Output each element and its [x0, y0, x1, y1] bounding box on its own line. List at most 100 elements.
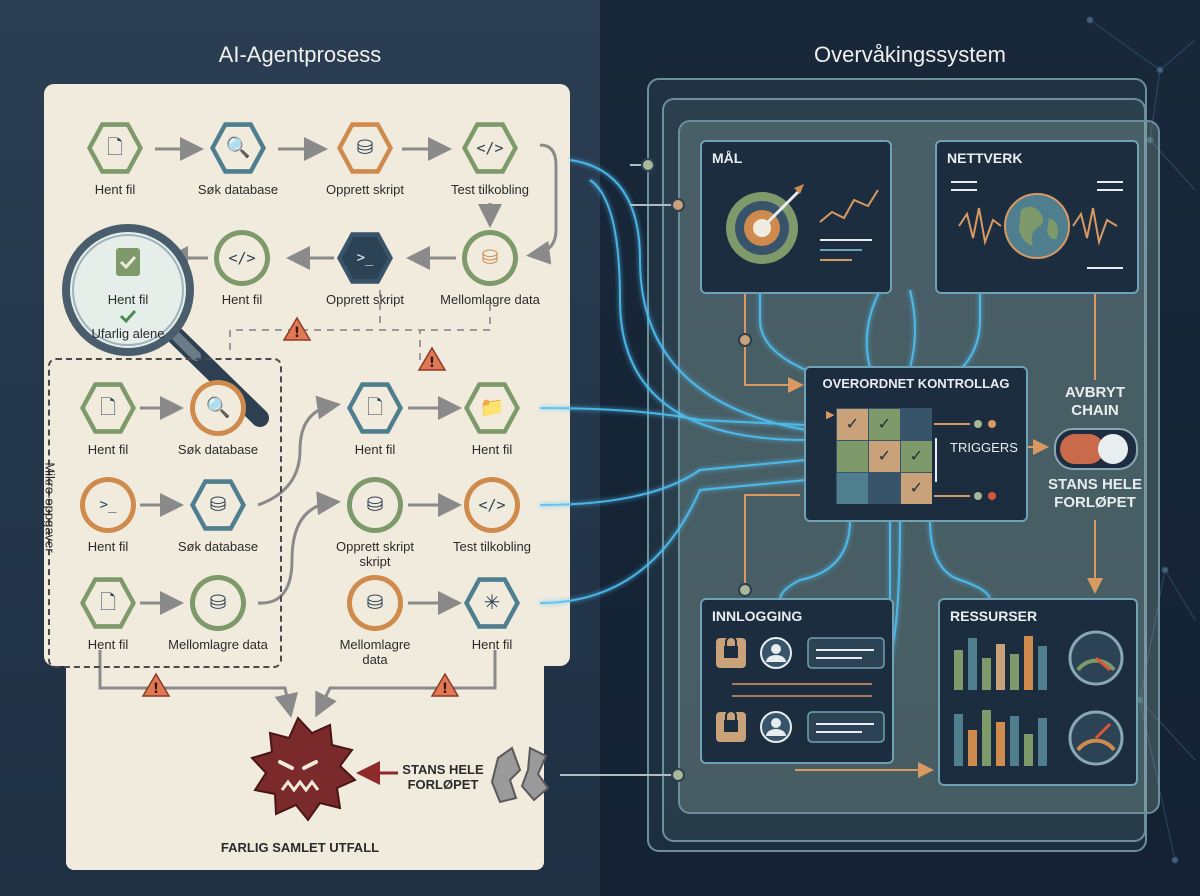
- grid-check: ✓: [837, 409, 868, 440]
- step-label: Opprett skript: [325, 182, 405, 197]
- panel-mal-title: MÅL: [712, 150, 743, 166]
- panel-innlogging-title: INNLOGGING: [712, 608, 803, 624]
- grid-check: ✓: [869, 441, 900, 472]
- panel-mal[interactable]: MÅL: [700, 140, 892, 294]
- network-icon: ✳: [483, 592, 501, 614]
- step-mellomlagre-data-2[interactable]: ⛁ Mellomlagre data: [315, 575, 435, 667]
- database-icon: ⛁: [366, 494, 384, 516]
- monster-icon: [250, 716, 357, 822]
- panel-nettverk[interactable]: NETTVERK: [935, 140, 1139, 294]
- step-label: Hent fil: [221, 292, 263, 307]
- file-icon: 🗋: [99, 592, 117, 614]
- panel-kontroll[interactable]: OVERORDNET KONTROLLAG ▶ ✓ ✓ ✓ ✓ ✓ TRIGGE…: [804, 366, 1028, 522]
- step-label: Opprett skript: [325, 292, 405, 307]
- svg-text:!: !: [153, 681, 159, 697]
- panel-ressurser[interactable]: RESSURSER: [938, 598, 1138, 786]
- svg-text:!: !: [294, 325, 300, 341]
- abort-toggle[interactable]: [1054, 428, 1138, 470]
- broken-link-icon: [490, 746, 550, 804]
- micro-sok-database-1[interactable]: 🔍 Søk database: [158, 380, 278, 457]
- warning-icon: !: [282, 316, 312, 341]
- micro-mellomlagre-data[interactable]: ⛁ Mellomlagre data: [158, 575, 278, 652]
- step-label: Hent fil: [471, 637, 513, 652]
- database-icon: ⛁: [356, 137, 374, 159]
- step-hent-fil-5[interactable]: ✳ Hent fil: [432, 575, 552, 652]
- file-icon: 🗋: [106, 137, 124, 159]
- code-icon: </>: [478, 495, 506, 514]
- step-label: Søk database: [177, 539, 259, 554]
- step-label: Søk database: [177, 442, 259, 457]
- step-label: Test tilkobling: [452, 539, 532, 554]
- panel-innlogging[interactable]: INNLOGGING: [700, 598, 894, 764]
- step-test-tilkobling-1[interactable]: </> Test tilkobling: [430, 120, 550, 197]
- warning-icons: ! ! ! !: [141, 316, 460, 697]
- step-label: Mellomlagre data: [339, 637, 411, 667]
- avbryt-label: AVBRYT CHAIN: [1065, 384, 1125, 419]
- step-opprett-skript-3[interactable]: ⛁ Opprett skript skript: [315, 477, 435, 569]
- warning-icon: !: [430, 672, 460, 697]
- step-hent-fil-2[interactable]: </> Hent fil: [182, 230, 302, 307]
- control-grid: ✓ ✓ ✓ ✓ ✓: [836, 408, 932, 504]
- database-icon: ⛁: [366, 592, 384, 614]
- panel-kontroll-title: OVERORDNET KONTROLLAG: [822, 376, 1010, 391]
- micro-hent-fil-1[interactable]: 🗋 Hent fil: [48, 380, 168, 457]
- triggers-label: TRIGGERS: [950, 440, 1018, 455]
- step-label: Hent fil: [354, 442, 396, 457]
- target-icon: [726, 184, 879, 264]
- terminal-icon: >_: [356, 250, 374, 266]
- micro-sok-database-2[interactable]: ⛁ Søk database: [158, 477, 278, 554]
- step-label: Mellomlagre data: [168, 637, 268, 652]
- svg-text:!: !: [442, 681, 448, 697]
- code-icon: </>: [476, 138, 504, 157]
- step-sok-database-1[interactable]: 🔍 Søk database: [178, 120, 298, 197]
- step-hent-fil-3[interactable]: 🗋 Hent fil: [315, 380, 435, 457]
- stans-label-right: STANS HELE FORLØPET: [1048, 476, 1142, 511]
- file-icon: 🗋: [366, 397, 384, 419]
- agent-process-title: AI-Agentprosess: [218, 42, 382, 67]
- grid-check: ✓: [869, 409, 900, 440]
- panel-ressurser-title: RESSURSER: [950, 608, 1038, 624]
- terminal-icon: >_: [99, 497, 117, 513]
- database-icon: ⛁: [209, 592, 227, 614]
- step-label: Hent fil: [94, 182, 136, 197]
- micro-hent-fil-3[interactable]: 🗋 Hent fil: [48, 575, 168, 652]
- login-rows: [716, 636, 885, 743]
- lock-icon: [716, 636, 746, 668]
- magnifier-label-2: Ufarlig alene: [91, 326, 165, 341]
- step-opprett-skript-1[interactable]: ⛁ Opprett skript: [305, 120, 425, 197]
- step-label: Hent fil: [87, 442, 129, 457]
- panel-nettverk-title: NETTVERK: [947, 150, 1023, 166]
- step-mellomlagre-data-1[interactable]: ⛁ Mellomlagre data: [430, 230, 550, 307]
- svg-text:!: !: [429, 355, 435, 371]
- resource-bars-top: [952, 634, 1052, 690]
- gauge-icon: [1068, 630, 1124, 766]
- step-label: Søk database: [197, 182, 279, 197]
- warning-icon: !: [141, 672, 171, 697]
- toggle-icon: [1060, 434, 1104, 464]
- step-label: Hent fil: [87, 637, 129, 652]
- resource-bars-bottom: [952, 706, 1052, 766]
- lock-icon: [716, 710, 746, 742]
- step-label: Opprett skript skript: [335, 539, 415, 569]
- database-icon: ⛁: [481, 247, 499, 269]
- step-label: Hent fil: [471, 442, 513, 457]
- warning-icon: !: [417, 346, 447, 371]
- step-hent-fil-1[interactable]: 🗋 Hent fil: [55, 120, 175, 197]
- micro-tasks-group: [48, 358, 282, 668]
- search-icon: 🔍: [205, 397, 231, 419]
- magnifier-label-1: Hent fil: [107, 292, 149, 307]
- file-icon: 🗋: [99, 397, 117, 419]
- step-opprett-skript-2[interactable]: >_ Opprett skript: [305, 230, 425, 307]
- step-test-tilkobling-2[interactable]: </> Test tilkobling: [432, 477, 552, 554]
- micro-hent-fil-2[interactable]: >_ Hent fil: [48, 477, 168, 554]
- step-hent-fil-4[interactable]: 📁 Hent fil: [432, 380, 552, 457]
- grid-check: ✓: [901, 473, 932, 504]
- database-icon: ⛁: [209, 494, 227, 516]
- process-arrows: [98, 137, 558, 785]
- step-label: Test tilkobling: [450, 182, 530, 197]
- user-icon: [760, 711, 792, 743]
- code-icon: </>: [228, 248, 256, 267]
- agent-process-card: [44, 84, 570, 666]
- globe-icon: [951, 181, 1123, 269]
- grid-check: ✓: [901, 441, 932, 472]
